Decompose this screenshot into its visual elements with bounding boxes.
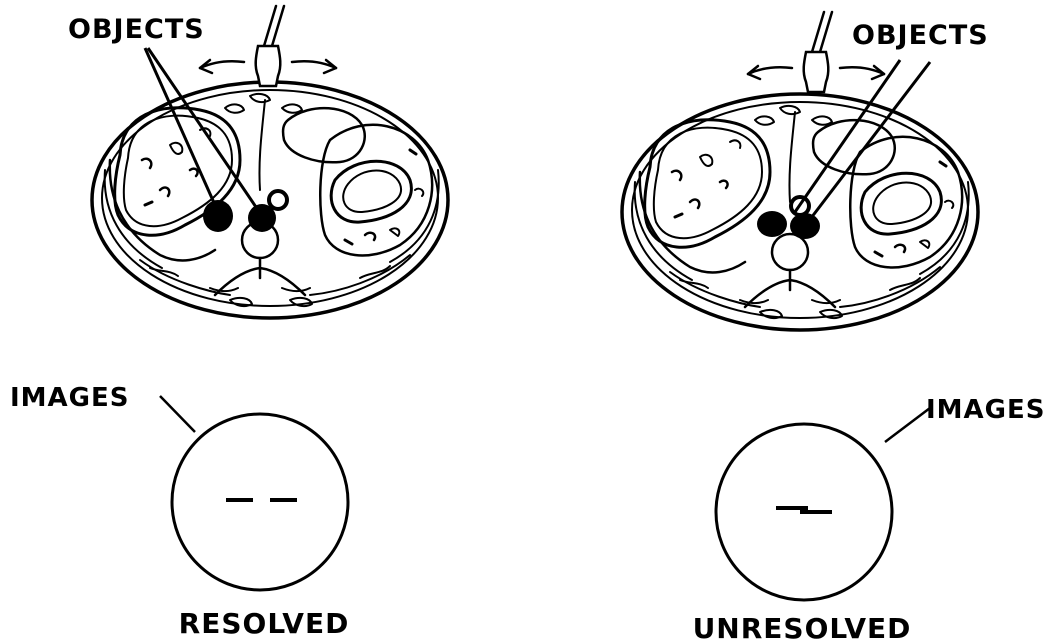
right-caption: UNRESOLVED [693,612,912,643]
left-images-pointer [160,396,195,432]
right-object-2 [790,213,820,239]
right-images-pointer [885,408,930,442]
left-transducer-probe [200,6,336,86]
left-panel: OBJECTS IMAGES RESOLVED [10,6,448,640]
left-caption: RESOLVED [179,607,350,640]
left-vessel [269,191,287,209]
right-thorax-cross-section [622,94,978,330]
right-panel: OBJECTS IMAGES UNRESOLVED [622,12,1046,643]
right-object-1 [757,211,787,237]
left-objects-label: OBJECTS [68,14,205,45]
left-objects-pointer-1 [145,48,215,205]
right-objects-label: OBJECTS [852,20,989,51]
left-object-1 [203,200,233,232]
left-image-field [172,414,348,590]
left-images-label: IMAGES [10,383,130,413]
right-images-label: IMAGES [926,395,1046,425]
